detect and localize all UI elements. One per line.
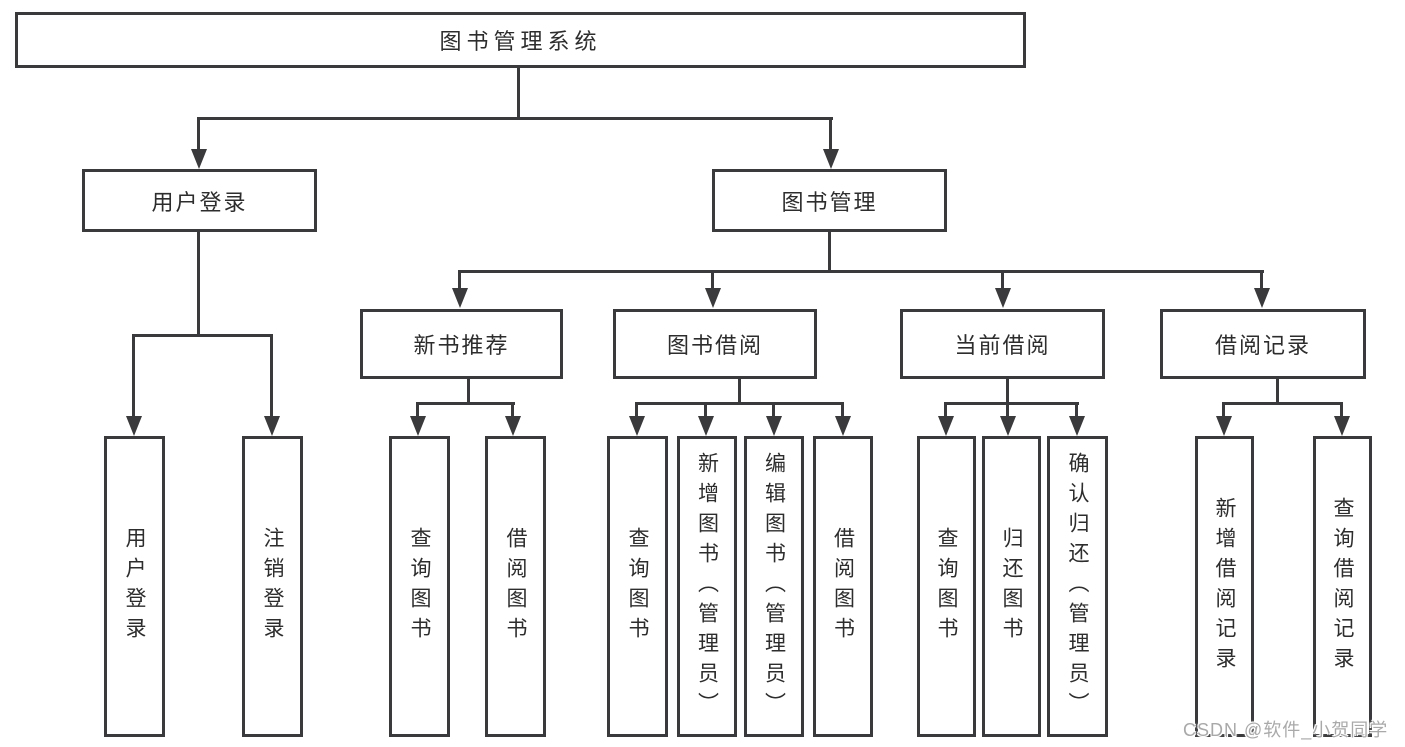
arrowhead-down-icon xyxy=(1334,416,1350,436)
connector-line xyxy=(635,402,844,405)
csdn-watermark: CSDN @软件_小贺同学 xyxy=(1183,720,1389,740)
node-label: 查询图书 xyxy=(626,526,649,647)
connector-line xyxy=(1340,402,1343,416)
node-current-borrowing: 当前借阅 xyxy=(900,309,1105,379)
node-leaf-confirm-return-admin: 确认归还（管理员） xyxy=(1047,436,1108,737)
arrowhead-down-icon xyxy=(823,149,839,169)
node-label: 借阅记录 xyxy=(1214,333,1311,358)
node-leaf-query-borrow-record: 查询借阅记录 xyxy=(1313,436,1372,737)
arrowhead-down-icon xyxy=(126,416,142,436)
node-label: 图书管理 xyxy=(781,189,878,215)
connector-line xyxy=(944,402,1079,405)
connector-line xyxy=(828,232,831,273)
connector-line xyxy=(772,402,775,416)
node-user-login: 用户登录 xyxy=(82,169,317,232)
node-label: 新书推荐 xyxy=(413,333,510,358)
connector-line xyxy=(944,402,947,416)
node-label: 借阅图书 xyxy=(831,526,855,647)
node-leaf-edit-books-admin: 编辑图书（管理员） xyxy=(744,436,804,737)
connector-line xyxy=(1260,270,1263,288)
node-root-label: 图书管理系统 xyxy=(439,29,602,54)
arrowhead-down-icon xyxy=(410,416,426,436)
node-label: 用户登录 xyxy=(123,526,146,647)
node-label: 确认归还（管理员） xyxy=(1066,451,1089,722)
node-leaf-return-books: 归还图书 xyxy=(982,436,1041,737)
connector-line xyxy=(416,402,419,416)
node-label: 当前借阅 xyxy=(954,333,1051,358)
connector-line xyxy=(841,402,844,416)
arrowhead-down-icon xyxy=(264,416,280,436)
connector-line xyxy=(197,232,200,337)
node-label: 注销登录 xyxy=(261,526,284,647)
node-book-borrowing: 图书借阅 xyxy=(613,309,817,379)
node-label: 查询图书 xyxy=(408,526,431,647)
arrowhead-down-icon xyxy=(1216,416,1232,436)
arrowhead-down-icon xyxy=(1069,416,1085,436)
node-label: 图书借阅 xyxy=(666,333,763,358)
node-leaf-add-borrow-record: 新增借阅记录 xyxy=(1195,436,1254,737)
arrowhead-down-icon xyxy=(995,288,1011,308)
node-label: 新增图书（管理员） xyxy=(695,451,719,722)
connector-line xyxy=(1075,402,1078,416)
connector-line xyxy=(1001,270,1004,288)
arrowhead-down-icon xyxy=(938,416,954,436)
arrowhead-down-icon xyxy=(191,149,207,169)
connector-line xyxy=(1006,379,1009,405)
node-book-management: 图书管理 xyxy=(712,169,947,232)
node-label: 查询借阅记录 xyxy=(1331,496,1354,677)
connector-line xyxy=(738,379,741,405)
arrowhead-down-icon xyxy=(629,416,645,436)
arrowhead-down-icon xyxy=(705,288,721,308)
connector-line xyxy=(467,379,470,405)
node-new-book-recommendation: 新书推荐 xyxy=(360,309,563,379)
connector-line xyxy=(197,117,833,120)
node-root: 图书管理系统 xyxy=(15,12,1026,68)
node-label: 编辑图书（管理员） xyxy=(762,451,786,722)
node-leaf-query-books-current: 查询图书 xyxy=(917,436,976,737)
node-leaf-user-login: 用户登录 xyxy=(104,436,165,737)
connector-line xyxy=(829,117,832,149)
node-label: 查询图书 xyxy=(935,526,958,647)
connector-line xyxy=(458,270,1264,273)
connector-line xyxy=(711,270,714,288)
connector-line xyxy=(1276,379,1279,405)
node-borrowing-records: 借阅记录 xyxy=(1160,309,1366,379)
node-label: 用户登录 xyxy=(151,189,248,215)
arrowhead-down-icon xyxy=(1254,288,1270,308)
arrowhead-down-icon xyxy=(766,416,782,436)
node-label: 借阅图书 xyxy=(504,526,527,647)
connector-line xyxy=(132,334,135,416)
node-leaf-logout: 注销登录 xyxy=(242,436,303,737)
connector-line xyxy=(517,68,520,120)
node-leaf-query-books-borrow: 查询图书 xyxy=(607,436,668,737)
connector-line xyxy=(704,402,707,416)
connector-line xyxy=(635,402,638,416)
connector-line xyxy=(1222,402,1343,405)
node-leaf-borrow-books-recommend: 借阅图书 xyxy=(485,436,546,737)
connector-line xyxy=(458,270,461,288)
connector-line xyxy=(1006,402,1009,416)
node-leaf-query-books-recommend: 查询图书 xyxy=(389,436,450,737)
node-leaf-borrow-books: 借阅图书 xyxy=(813,436,873,737)
arrowhead-down-icon xyxy=(698,416,714,436)
connector-line xyxy=(197,117,200,149)
node-label: 新增借阅记录 xyxy=(1213,496,1236,677)
node-label: 归还图书 xyxy=(1000,526,1023,647)
connector-line xyxy=(1222,402,1225,416)
arrowhead-down-icon xyxy=(505,416,521,436)
connector-line xyxy=(511,402,514,416)
arrowhead-down-icon xyxy=(835,416,851,436)
arrowhead-down-icon xyxy=(1000,416,1016,436)
connector-line xyxy=(416,402,515,405)
node-leaf-add-books-admin: 新增图书（管理员） xyxy=(677,436,737,737)
connector-line xyxy=(270,334,273,416)
connector-line xyxy=(132,334,273,337)
arrowhead-down-icon xyxy=(452,288,468,308)
